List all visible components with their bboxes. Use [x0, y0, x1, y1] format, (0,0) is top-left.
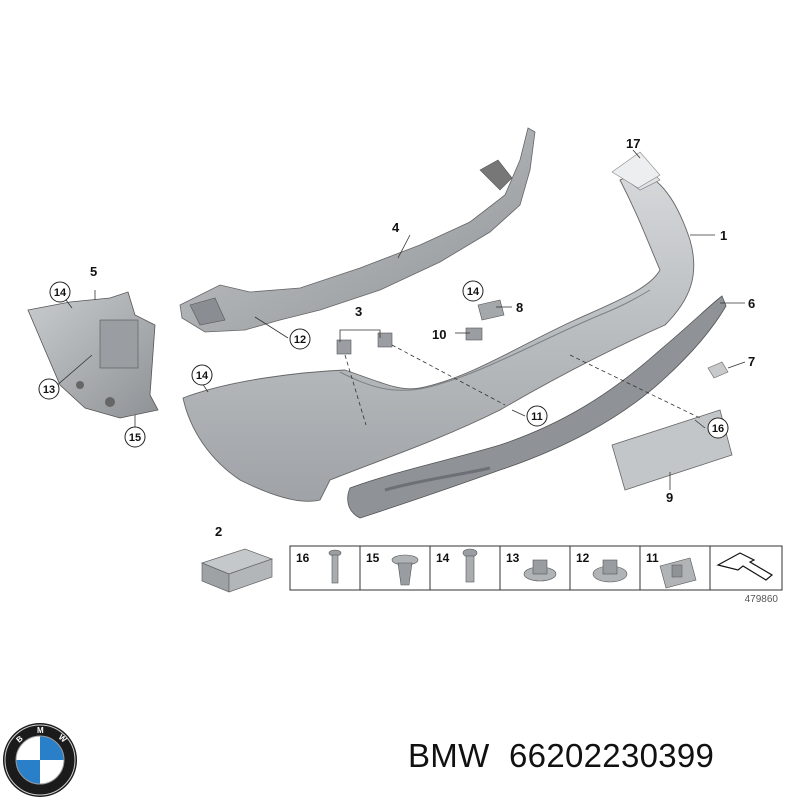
callout-2: 2 [215, 524, 222, 539]
brand-name: BMW [408, 737, 490, 774]
callout-1: 1 [720, 228, 727, 243]
callout-5: 5 [90, 264, 97, 279]
bmw-logo-icon: B M W [3, 723, 77, 797]
brand-part-number-caption: BMW 66202230399 [408, 737, 788, 787]
circled-callout-16: 16 [707, 417, 729, 439]
svg-text:16: 16 [712, 423, 724, 435]
hardware-number-12: 12 [576, 551, 590, 565]
callout-6: 6 [748, 296, 755, 311]
bumper-carrier-part-4 [179, 127, 536, 333]
clip-nut-icon [659, 557, 697, 589]
callout-10: 10 [432, 327, 446, 342]
license-plate-base-part-9 [611, 409, 733, 491]
circled-callout-14-mid: 14 [462, 280, 484, 302]
hardware-number-14: 14 [436, 551, 450, 565]
hardware-number-11: 11 [646, 551, 659, 565]
hardware-number-16: 16 [296, 551, 310, 565]
callout-4: 4 [392, 220, 400, 235]
collar-nut-icon [592, 559, 628, 583]
hardware-number-13: 13 [506, 551, 520, 565]
circled-callout-14-left: 14 [49, 281, 71, 303]
clip-part-10 [465, 327, 483, 341]
svg-text:11: 11 [531, 411, 543, 423]
circled-callout-15-left: 15 [124, 426, 146, 448]
part-2-box-icon [200, 548, 274, 593]
diagram-reference-number: 479860 [745, 594, 779, 605]
callout-3: 3 [355, 304, 362, 319]
callout-numbers: 1 2 3 4 5 6 7 8 9 10 17 [90, 136, 755, 539]
svg-text:W: W [57, 733, 69, 745]
circled-callouts: 14 13 15 12 14 14 11 16 [38, 280, 729, 448]
hardware-number-15: 15 [366, 551, 380, 565]
callout-17: 17 [626, 136, 640, 151]
circled-callout-11: 11 [526, 405, 548, 427]
screw-icon [328, 549, 342, 584]
callout-9: 9 [666, 490, 673, 505]
callout-8: 8 [516, 300, 523, 315]
arrow-icon [716, 552, 774, 581]
svg-text:13: 13 [43, 384, 55, 396]
reflector-part-7 [707, 361, 729, 379]
bracket-part-5 [27, 291, 159, 419]
part-number: 66202230399 [509, 737, 715, 774]
svg-text:M: M [37, 726, 44, 735]
collar-nut-icon [523, 559, 557, 582]
callout-7: 7 [748, 354, 755, 369]
circled-callout-13-left: 13 [38, 378, 60, 400]
circled-callout-12: 12 [289, 328, 311, 350]
diffuser-trim-part-6 [347, 295, 727, 519]
leader-lines [54, 149, 746, 490]
circled-callout-14-bumper: 14 [191, 364, 213, 386]
svg-text:14: 14 [467, 286, 480, 298]
svg-text:14: 14 [196, 370, 209, 382]
svg-text:15: 15 [129, 432, 141, 444]
svg-text:B: B [15, 734, 25, 745]
svg-text:14: 14 [54, 287, 67, 299]
expanding-nut-icon [391, 554, 419, 586]
svg-text:12: 12 [294, 334, 306, 346]
decal-part-17 [611, 151, 661, 189]
hardware-strip: 16 15 14 13 12 11 [289, 545, 783, 605]
screw-icon [462, 548, 478, 583]
dashed-guides [344, 344, 701, 426]
bracket-part-8 [477, 299, 505, 321]
guide-part-3 [336, 332, 393, 355]
